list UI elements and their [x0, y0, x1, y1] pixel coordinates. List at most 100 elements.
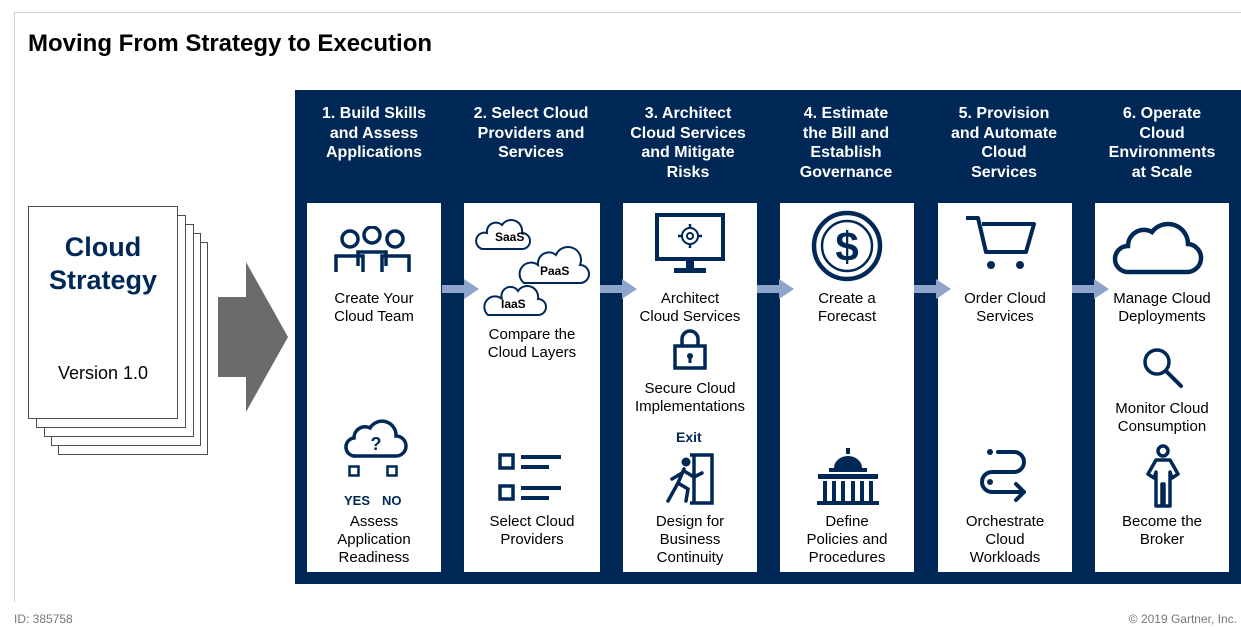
item-label: Become the Broker [1097, 513, 1227, 549]
heading-line: 5. Provision [958, 105, 1050, 122]
step-4-heading: 4. Estimate the Bill and Establish Gover… [779, 104, 913, 182]
item-label: Architect Cloud Services [625, 290, 755, 326]
item-label: Design for Business Continuity [625, 513, 755, 567]
label-line: Cloud Layers [487, 344, 577, 361]
label-line: Broker [1139, 531, 1185, 548]
label-line: Consumption [1117, 418, 1207, 435]
step-3-heading: 3. Architect Cloud Services and Mitigate… [621, 104, 755, 182]
step-5-heading: 5. Provision and Automate Cloud Services [937, 104, 1071, 182]
item-label: Create Your Cloud Team [309, 290, 439, 326]
cloud-layers-icon [475, 219, 590, 316]
flow-arrow-icon [914, 279, 951, 299]
heading-line: at Scale [1131, 163, 1193, 181]
team-icon [334, 226, 411, 272]
heading-line: Cloud [1139, 124, 1185, 142]
broker-icon [1146, 444, 1180, 508]
heading-line: Cloud [981, 144, 1027, 161]
heading-line: 2. Select Cloud [473, 105, 589, 122]
label-line: Compare the [488, 326, 576, 343]
heading-line: Cloud Services [630, 124, 746, 142]
monitor-gear-icon [655, 213, 725, 273]
item-label: Order Cloud Services [940, 290, 1070, 326]
svg-text:$: $ [835, 223, 858, 270]
label-line: Continuity [656, 549, 724, 566]
cloud-question-icon: ? [344, 419, 408, 458]
heading-line: Environments [1108, 144, 1216, 161]
heading-line: and Automate [950, 124, 1058, 142]
flow-arrow-icon [1072, 279, 1109, 299]
item-label: Orchestrate Cloud Workloads [940, 513, 1070, 567]
heading-line: Establish [810, 144, 882, 161]
label-line: Application [337, 531, 411, 548]
label-line: Order Cloud [964, 290, 1046, 307]
label-line: Cloud Services [639, 308, 741, 325]
label-line: Select Cloud [489, 513, 575, 530]
yes-label: YES [344, 493, 371, 508]
label-line: Policies and [806, 531, 888, 548]
label-line: Monitor Cloud [1115, 400, 1209, 417]
document-title-line: Cloud [64, 232, 142, 262]
item-label: Monitor Cloud Consumption [1097, 400, 1227, 436]
cart-icon [966, 216, 1036, 269]
label-line: Orchestrate [965, 513, 1045, 530]
label-line: Deployments [1118, 308, 1206, 325]
yes-checkbox-icon [348, 465, 360, 477]
label-line: Services [976, 308, 1034, 325]
flow-arrow-icon [442, 279, 479, 299]
heading-line: 1. Build Skills [321, 105, 427, 122]
label-line: Manage Cloud [1113, 290, 1211, 307]
step-1-heading: 1. Build Skills and Assess Applications [307, 104, 441, 163]
label-line: Create Your [334, 290, 414, 307]
item-label: Assess Application Readiness [309, 513, 439, 567]
step-6-heading: 6. Operate Cloud Environments at Scale [1095, 104, 1229, 182]
flow-arrow-icon [757, 279, 794, 299]
label-line: Design for [655, 513, 725, 530]
flow-arrow-icon [600, 279, 637, 299]
label-line: Define [825, 513, 869, 530]
copyright: © 2019 Gartner, Inc. [1128, 612, 1237, 626]
document-version: Version 1.0 [57, 363, 149, 383]
item-label: Secure Cloud Implementations [625, 380, 755, 416]
heading-line: 4. Estimate [803, 105, 889, 122]
heading-line: and Mitigate [641, 144, 735, 161]
label-line: Implementations [634, 398, 746, 415]
label-line: Cloud [985, 531, 1025, 548]
capitol-icon [817, 448, 879, 505]
heading-line: Providers and [477, 124, 585, 142]
document-title: Cloud Strategy [49, 231, 157, 297]
cloud-strategy-document: Cloud Strategy Version 1.0 [28, 206, 178, 419]
frame-left-line [14, 12, 15, 602]
magnifier-icon [1143, 348, 1183, 388]
cloud-icon [1112, 221, 1204, 275]
item-label: Manage Cloud Deployments [1097, 290, 1227, 326]
label-line: Cloud Team [334, 308, 414, 325]
label-line: Architect [660, 290, 720, 307]
heading-line: Risks [666, 163, 710, 181]
item-label: Define Policies and Procedures [782, 513, 912, 567]
label-line: Readiness [338, 549, 410, 566]
label-line: Forecast [817, 308, 877, 325]
heading-line: the Bill and [802, 124, 890, 142]
iaas-label: IaaS [501, 297, 526, 311]
heading-line: 6. Operate [1122, 105, 1202, 122]
label-line: Secure Cloud [644, 380, 736, 397]
lock-icon [673, 329, 707, 370]
svg-text:?: ? [371, 434, 382, 454]
label-line: Procedures [808, 549, 886, 566]
label-line: Assess [349, 513, 399, 530]
label-line: Become the [1121, 513, 1203, 530]
item-label: Select Cloud Providers [467, 513, 597, 549]
label-line: Workloads [969, 549, 1041, 566]
label-line: Providers [500, 531, 564, 548]
checklist-icon [498, 453, 561, 501]
no-label: NO [382, 493, 402, 508]
no-checkbox-icon [386, 465, 398, 477]
paas-label: PaaS [540, 264, 570, 278]
heading-line: Applications [325, 144, 422, 161]
heading-line: Governance [799, 163, 893, 181]
frame-top-line [14, 12, 1241, 13]
step-5-panel [938, 203, 1072, 572]
workflow-icon [980, 449, 1026, 502]
label-line: Business [659, 531, 721, 548]
heading-line: and Assess [329, 124, 419, 142]
